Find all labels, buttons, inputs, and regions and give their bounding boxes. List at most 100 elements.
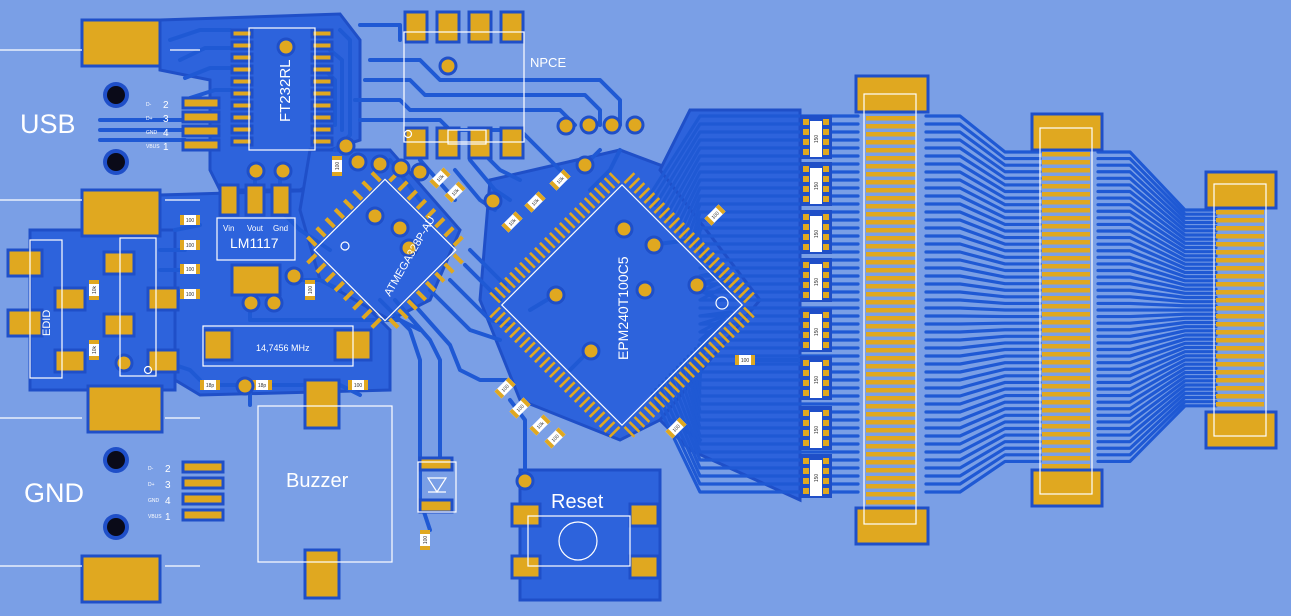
resistor: 100: [305, 280, 315, 300]
resistor-value: 10k: [92, 345, 98, 354]
resistor-value: 150: [814, 426, 820, 435]
usb-pin-labels: D- D+ GND VBUS D- D+ GND VBUS: [146, 102, 162, 520]
resistor-value: 100: [354, 383, 363, 389]
gnd-pin-num-1: 2: [165, 464, 171, 475]
resistor-value: 10k: [536, 420, 546, 430]
resistor: 100: [348, 380, 368, 390]
gnd-pin-vbus: VBUS: [148, 514, 162, 520]
resistor-value: 10k: [451, 187, 461, 197]
resistor: 100: [332, 156, 342, 176]
resistor-150: 150: [800, 258, 832, 302]
resistor-value: 18p: [258, 383, 267, 389]
reg-vout-label: Vout: [247, 224, 264, 233]
resistor: 18p: [252, 380, 272, 390]
reset-label: Reset: [551, 491, 604, 513]
resistor-150: 150: [800, 356, 832, 400]
resistor-value: 100: [741, 358, 750, 364]
resistor: 10k: [429, 167, 451, 189]
resistor-value: 100: [672, 423, 682, 433]
resistor-array: 150 150 150 150 150 150 150 150: [800, 115, 832, 498]
npce-label: NPCE: [530, 55, 566, 70]
resistor-value: 150: [814, 278, 820, 287]
usb-pin-num-1: 2: [163, 100, 169, 111]
resistor-value: 150: [814, 135, 820, 144]
resistor: 10k: [529, 414, 551, 436]
resistor-value: 10k: [436, 173, 446, 183]
resistor: 100: [420, 530, 430, 550]
resistor: 100: [180, 240, 200, 250]
resistor: 10k: [501, 211, 523, 233]
gnd-pin-dminus: D-: [148, 466, 154, 472]
resistor-150: 150: [800, 210, 832, 254]
resistor: 100: [665, 417, 687, 439]
resistor: 10k: [89, 280, 99, 300]
resistor: 100: [180, 264, 200, 274]
resistor: 100: [509, 397, 531, 419]
usb-pin-num-3: 4: [163, 128, 169, 139]
usb-pin-dminus: D-: [146, 102, 152, 108]
gnd-pin-num-3: 4: [165, 496, 171, 507]
resistor-value: 18p: [206, 383, 215, 389]
resistor: 10k: [524, 191, 546, 213]
usb-pin-num-4: 1: [163, 142, 169, 153]
resistor-value: 150: [814, 182, 820, 191]
resistor: 10k: [444, 181, 466, 203]
gnd-pin-num-2: 3: [165, 480, 171, 491]
resistor: 10k: [89, 340, 99, 360]
resistor-value: 150: [814, 230, 820, 239]
resistor-value: 100: [711, 210, 721, 220]
usb-pin-dplus: D+: [146, 116, 153, 122]
resistor-value: 150: [814, 376, 820, 385]
eeprom-label: EDID: [41, 310, 53, 336]
reg-vin-label: Vin: [223, 224, 234, 233]
gnd-pin-num-4: 1: [165, 512, 171, 523]
resistor: 100: [735, 355, 755, 365]
connector-1-pins: [866, 116, 916, 505]
resistor: 100: [180, 289, 200, 299]
connector-2-pins: [1042, 152, 1090, 469]
gnd-label: GND: [24, 478, 84, 508]
resistor-value: 100: [186, 267, 195, 273]
resistor: 100: [544, 427, 566, 449]
cpld-pins: [489, 172, 755, 438]
resistor: 100: [704, 204, 726, 226]
bus-traces: [646, 114, 1218, 494]
resistor-150: 150: [800, 308, 832, 352]
gnd-pin-dplus: D+: [148, 482, 155, 488]
silkscreen: [0, 27, 1267, 567]
connector-3-pins: [1216, 210, 1264, 407]
resistor-150: 150: [800, 162, 832, 206]
ftdi-label: FT232RL: [277, 59, 294, 122]
resistor-value: 100: [186, 292, 195, 298]
resistor-value: 10k: [508, 217, 518, 227]
resistor-value: 100: [501, 383, 511, 393]
resistor-value: 150: [814, 474, 820, 483]
resistor: 100: [494, 377, 516, 399]
resistor-value: 100: [516, 403, 526, 413]
resistor: 18p: [200, 380, 220, 390]
resistor-150: 150: [800, 115, 832, 159]
resistor-150: 150: [800, 454, 832, 498]
gnd-pin-gnd: GND: [148, 498, 160, 504]
resistor-150: 150: [800, 406, 832, 450]
resistor-value: 100: [186, 243, 195, 249]
cpld-label: EPM240T100C5: [615, 256, 631, 360]
usb-pin-vbus: VBUS: [146, 144, 160, 150]
resistor-value: 100: [335, 162, 341, 171]
buzzer-label: Buzzer: [286, 470, 349, 492]
vias: [114, 37, 707, 491]
resistor: 10k: [549, 169, 571, 191]
usb-pin-num-2: 3: [163, 114, 169, 125]
usb-pin-numbers: 2 3 4 1 2 3 4 1: [163, 100, 171, 523]
pads: [6, 10, 1278, 604]
resistor: 100: [180, 215, 200, 225]
crystal-label: 14,7456 MHz: [256, 343, 310, 353]
resistor-value: 100: [551, 433, 561, 443]
resistor-value: 100: [423, 536, 429, 545]
regulator-label: LM1117: [230, 235, 279, 251]
usb-label: USB: [20, 109, 76, 139]
resistor-value: 100: [186, 218, 195, 224]
